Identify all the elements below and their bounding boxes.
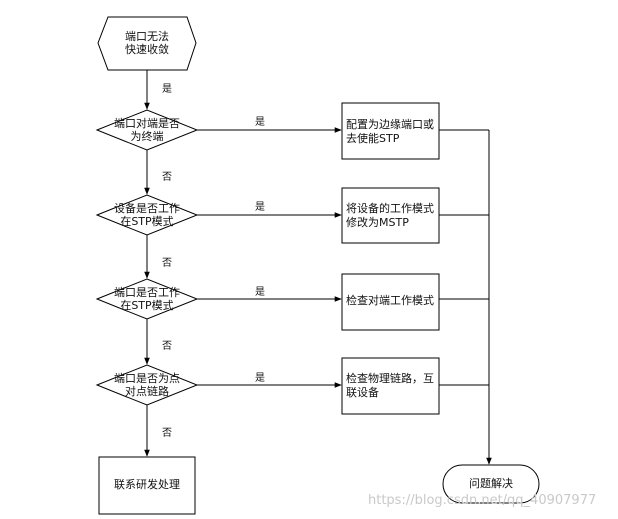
action-box-4 (341, 357, 440, 415)
start-label-line2: 快速收敛 (125, 43, 169, 56)
decision-1-line1: 端口对端是否 (114, 117, 180, 130)
no-label-d4: 否 (162, 428, 172, 439)
no-label-d2: 否 (162, 258, 172, 269)
yes-label-d3: 是 (255, 287, 265, 298)
start-hexagon (97, 16, 197, 71)
action-4-line2: 联设备 (346, 386, 379, 399)
watermark-text: https://blog.csdn.net/qq_40907977 (368, 493, 597, 508)
action-1-line2: 去使能STP (346, 132, 400, 145)
action-box-3 (341, 273, 440, 331)
decision-2-line1: 设备是否工作 (114, 202, 180, 215)
action-box-2 (341, 187, 440, 244)
yes-label-d1: 是 (255, 117, 265, 128)
action-4-label: 检查物理链路，互 联设备 (346, 372, 438, 400)
action-box-1 (341, 102, 440, 160)
decision-4-line1: 端口是否为点 (114, 372, 180, 385)
decision-1-label: 端口对端是否 为终端 (97, 117, 197, 143)
decision-4-label: 端口是否为点 对点链路 (97, 372, 197, 398)
yes-label-d2: 是 (255, 202, 265, 213)
action-2-line1: 将设备的工作模式 (346, 202, 434, 215)
action-3-line1: 检查对端工作模式 (346, 294, 434, 307)
fallback-label: 联系研发处理 (114, 478, 180, 491)
start-label: 端口无法 快速收敛 (98, 30, 196, 56)
decision-1-line2: 为终端 (130, 130, 164, 143)
decision-2-label: 设备是否工作 在STP模式 (97, 202, 197, 228)
yes-label-d4: 是 (255, 373, 265, 384)
action-2-label: 将设备的工作模式 修改为MSTP (346, 202, 438, 230)
decision-4-line2: 对点链路 (125, 385, 169, 398)
action-2-line2: 修改为MSTP (346, 216, 409, 229)
decision-3-label: 端口是否工作 在STP模式 (97, 286, 197, 312)
end-label: 问题解决 (469, 477, 513, 490)
fallback-box (98, 456, 196, 515)
end-terminal (442, 464, 540, 504)
no-label-d3: 否 (162, 341, 172, 352)
decision-3-line2: 在STP模式 (120, 299, 174, 312)
action-1-line1: 配置为边缘端口或 (346, 118, 434, 131)
no-label-d1: 否 (162, 172, 172, 183)
yes-label-start: 是 (162, 84, 172, 95)
action-4-line1: 检查物理链路，互 (346, 372, 434, 385)
start-label-line1: 端口无法 (125, 30, 169, 43)
action-3-label: 检查对端工作模式 (346, 294, 438, 308)
decision-2-line2: 在STP模式 (120, 215, 174, 228)
decision-3-line1: 端口是否工作 (114, 286, 180, 299)
action-1-label: 配置为边缘端口或 去使能STP (346, 118, 438, 146)
